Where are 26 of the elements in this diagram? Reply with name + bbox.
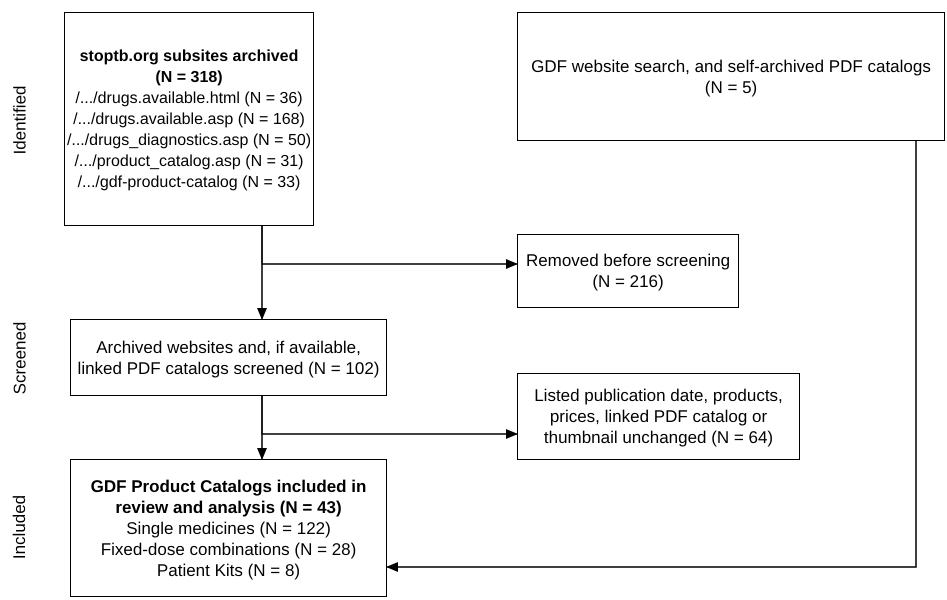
process-box	[70, 459, 387, 597]
box-text: /.../gdf-product-catalog (N = 33)	[78, 172, 300, 192]
box-text: Listed publication date, products, prices, linked PDF catalog or thumbnail unchanged (N = 64)	[533, 385, 784, 448]
box-heading: stoptb.org subsites archived (N = 318)	[78, 46, 300, 88]
box-text: GDF website search, and self-archived PDF catalogs (N = 5)	[530, 56, 932, 98]
box-text: /.../product_catalog.asp (N = 31)	[74, 152, 304, 172]
stage-label: Identified	[10, 86, 30, 154]
box-text: /.../drugs.available.html (N = 36)	[75, 88, 303, 108]
box-text: Fixed-dose combinations (N = 28)	[100, 538, 356, 560]
process-box	[517, 234, 739, 308]
process-box	[70, 319, 387, 396]
box-text: Patient Kits (N = 8)	[156, 560, 300, 580]
box-heading: GDF Product Catalogs included in review and analysis (N = 43)	[90, 476, 368, 518]
arrow	[261, 396, 518, 439]
arrow	[261, 226, 518, 269]
process-box	[517, 373, 800, 460]
box-text: Archived websites and, if available, linked PDF catalogs screened (N = 102)	[77, 336, 380, 378]
arrow	[386, 141, 917, 572]
box-text: /.../drugs_diagnostics.asp (N = 50)	[66, 130, 312, 150]
stage-label: Included	[10, 494, 30, 560]
process-box	[517, 12, 945, 141]
box-text: Removed before screening (N = 216)	[524, 250, 732, 292]
box-text: Single medicines (N = 122)	[126, 518, 331, 538]
box-text: /.../drugs.available.asp (N = 168)	[73, 110, 305, 130]
process-box	[64, 12, 314, 226]
stage-label: Screened	[10, 322, 30, 394]
